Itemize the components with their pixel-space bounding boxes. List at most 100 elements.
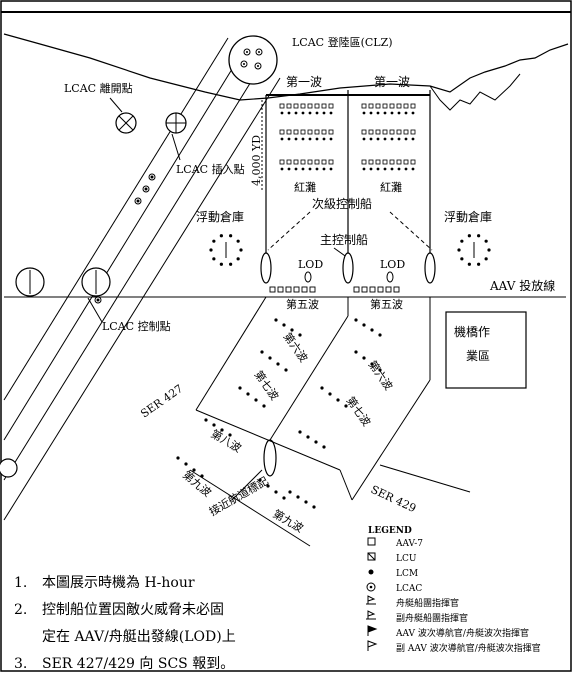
wave-boat xyxy=(336,398,340,402)
wave-boat xyxy=(314,440,318,444)
wave-boat xyxy=(344,404,348,408)
control-boats xyxy=(260,252,436,477)
lcm-marker xyxy=(308,137,312,141)
lcm-marker xyxy=(383,111,387,115)
note-2-cont: 定在 AAV/舟艇出發線(LOD)上 xyxy=(42,629,236,645)
clz-label: LCAC 登陸區(CLZ) xyxy=(292,35,393,49)
lcm-marker xyxy=(322,137,326,141)
wave-boat xyxy=(266,484,270,488)
lcac-landing-zone xyxy=(228,35,278,85)
aav-marker xyxy=(382,103,388,109)
wave8-label: 第八波 xyxy=(209,426,245,455)
wave6-right-label: 第六波 xyxy=(366,358,396,393)
lcm-marker xyxy=(315,111,319,115)
aav-marker xyxy=(396,103,402,109)
lcm-marker xyxy=(287,111,291,115)
aav-marker xyxy=(403,129,409,135)
control-point-markers xyxy=(0,267,111,478)
wave-boat xyxy=(220,428,224,432)
lod-aav xyxy=(393,286,400,293)
wave-boat xyxy=(262,404,266,408)
legend-flag-outline-symbol xyxy=(367,640,378,651)
depot-dot xyxy=(229,262,233,266)
legend-lcm-symbol xyxy=(368,569,374,575)
wave-boat xyxy=(200,474,204,478)
lcm-marker xyxy=(294,137,298,141)
wave-boat xyxy=(238,386,242,390)
ser429-label: SER 429 xyxy=(369,483,418,515)
lod-aav xyxy=(309,286,316,293)
aav-marker xyxy=(300,103,306,109)
depot-dot xyxy=(467,234,471,238)
depot-dot xyxy=(236,257,240,261)
control-point-label: LCAC 控制點 xyxy=(102,319,171,333)
depot-dot xyxy=(460,257,464,261)
lcm-marker xyxy=(362,167,366,171)
wave-boat xyxy=(212,423,216,427)
depot-dot xyxy=(477,234,481,238)
depot-dot xyxy=(229,234,233,238)
lod-aav xyxy=(301,286,308,293)
lcm-marker xyxy=(390,111,394,115)
depot-dot xyxy=(460,239,464,243)
lcm-marker xyxy=(390,137,394,141)
wave9-left-label: 第九波 xyxy=(180,468,214,500)
floating-depot-left-label: 浮動倉庫 xyxy=(196,209,244,224)
wave-boat xyxy=(184,462,188,466)
lcm-marker xyxy=(376,111,380,115)
lane-marker-leader xyxy=(231,469,263,501)
distance-label: 4,000 YD xyxy=(250,135,263,186)
legend-item: LCAC xyxy=(366,582,422,594)
aav-marker xyxy=(321,129,327,135)
insertion-leader xyxy=(171,133,181,161)
heli-area-line1: 機橋作 xyxy=(454,324,490,339)
wave-boat xyxy=(276,362,280,366)
wave-boat xyxy=(282,496,286,500)
lod-markers xyxy=(304,271,394,283)
aav-marker xyxy=(396,129,402,135)
beach-sector xyxy=(265,90,431,258)
wave-formations-lower xyxy=(176,318,382,509)
wave-boat xyxy=(304,500,308,504)
wave-boat xyxy=(306,435,310,439)
aav-marker xyxy=(375,159,381,165)
control-point-leader xyxy=(87,297,103,323)
footnotes: 1.本圖展示時機為 H-hour 2.控制船位置因敵火威脅未必固 定在 AAV/… xyxy=(14,570,236,678)
lod-aav xyxy=(361,286,368,293)
lcm-marker xyxy=(369,137,373,141)
note-3: 3.SER 427/429 向 SCS 報到。 xyxy=(14,656,235,672)
wave-boat xyxy=(362,356,366,360)
lcm-marker xyxy=(280,137,284,141)
floating-depots xyxy=(209,234,491,266)
wave5-left-label: 第五波 xyxy=(286,297,319,311)
aav-marker xyxy=(410,103,416,109)
wave-boat xyxy=(254,398,258,402)
note-1: 1.本圖展示時機為 H-hour xyxy=(14,575,195,591)
wave-boat xyxy=(192,468,196,472)
legend-item: LCU xyxy=(367,552,417,564)
aav-marker xyxy=(307,159,313,165)
legend-aav-symbol xyxy=(367,537,376,546)
aav-marker xyxy=(368,103,374,109)
legend-lcac-center xyxy=(369,585,373,589)
lod-row-markers xyxy=(269,286,400,293)
lod-aav xyxy=(269,286,276,293)
wave-boat xyxy=(328,392,332,396)
lcm-marker xyxy=(411,111,415,115)
wave-boat xyxy=(290,328,294,332)
lcm-marker xyxy=(280,111,284,115)
wave1-left-label: 第一波 xyxy=(286,75,322,89)
depot-dot xyxy=(467,262,471,266)
lcm-marker xyxy=(404,111,408,115)
departure-leader xyxy=(109,97,123,113)
aav-marker xyxy=(389,129,395,135)
primary-control-label: 主控制船 xyxy=(320,233,368,247)
wave7-right-label: 第七波 xyxy=(344,394,374,429)
lcm-marker xyxy=(308,111,312,115)
aav-marker xyxy=(382,129,388,135)
heli-area-line2: 業區 xyxy=(466,349,490,363)
lcm-marker xyxy=(329,111,333,115)
aav-line-label: AAV 投放線 xyxy=(489,278,555,293)
aav-marker xyxy=(389,159,395,165)
